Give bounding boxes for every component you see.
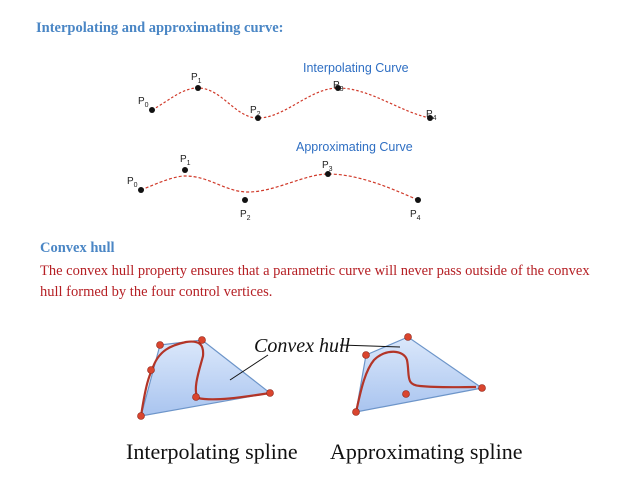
approx-label-p2: P2 (240, 209, 251, 222)
interp-point-p4 (427, 115, 433, 121)
interp-label-p1: P1 (191, 72, 202, 85)
approximating-hull-vertices (352, 333, 486, 416)
interp-label-p0: P0 (138, 96, 149, 109)
interp-point-p0 (149, 107, 155, 113)
approximating-point-labels: P0 P1 P2 P3 P4 (127, 154, 421, 222)
interp-label-p2: P2 (250, 105, 261, 118)
approximating-control-points (138, 167, 421, 203)
interp-point-p2 (255, 115, 261, 121)
approx-label-p4: P4 (410, 209, 421, 222)
interp-point-p1 (195, 85, 201, 91)
approximating-hull (355, 336, 484, 413)
convex-hull-description: The convex hull property ensures that a … (40, 263, 590, 300)
interpolating-curve-label: Interpolating Curve (303, 61, 409, 75)
callout-leader-left (229, 354, 269, 381)
approx-point-p4 (415, 197, 421, 203)
approx-label-p3: P3 (322, 160, 333, 173)
approximating-curve (140, 173, 419, 201)
approx-point-p2 (242, 197, 248, 203)
interp-label-p4: P4 (426, 109, 437, 122)
interpolating-hull (140, 339, 272, 417)
interp-label-p3: P3 (333, 80, 344, 93)
interpolating-curve (151, 87, 431, 119)
interpolating-control-points (149, 85, 433, 121)
approx-label-p0: P0 (127, 176, 138, 189)
interpolating-hull-vertices (137, 336, 274, 420)
approx-label-p1: P1 (180, 154, 191, 167)
approximating-spline (354, 350, 477, 413)
page-heading: Interpolating and approximating curve: (36, 20, 284, 36)
approx-point-p0 (138, 187, 144, 193)
interp-point-p3 (335, 85, 341, 91)
approximating-curve-label: Approximating Curve (296, 140, 413, 154)
approx-point-p3 (325, 171, 331, 177)
convex-hull-title: Convex hull (40, 240, 115, 256)
approximating-spline-caption: Approximating spline (330, 439, 522, 464)
callout-leader-right (339, 344, 401, 348)
interpolating-point-labels: P0 P1 P2 P3 P4 (138, 72, 437, 122)
interpolating-spline-caption: Interpolating spline (126, 439, 298, 464)
convex-hull-callout: Convex hull (254, 335, 351, 357)
approx-point-p1 (182, 167, 188, 173)
